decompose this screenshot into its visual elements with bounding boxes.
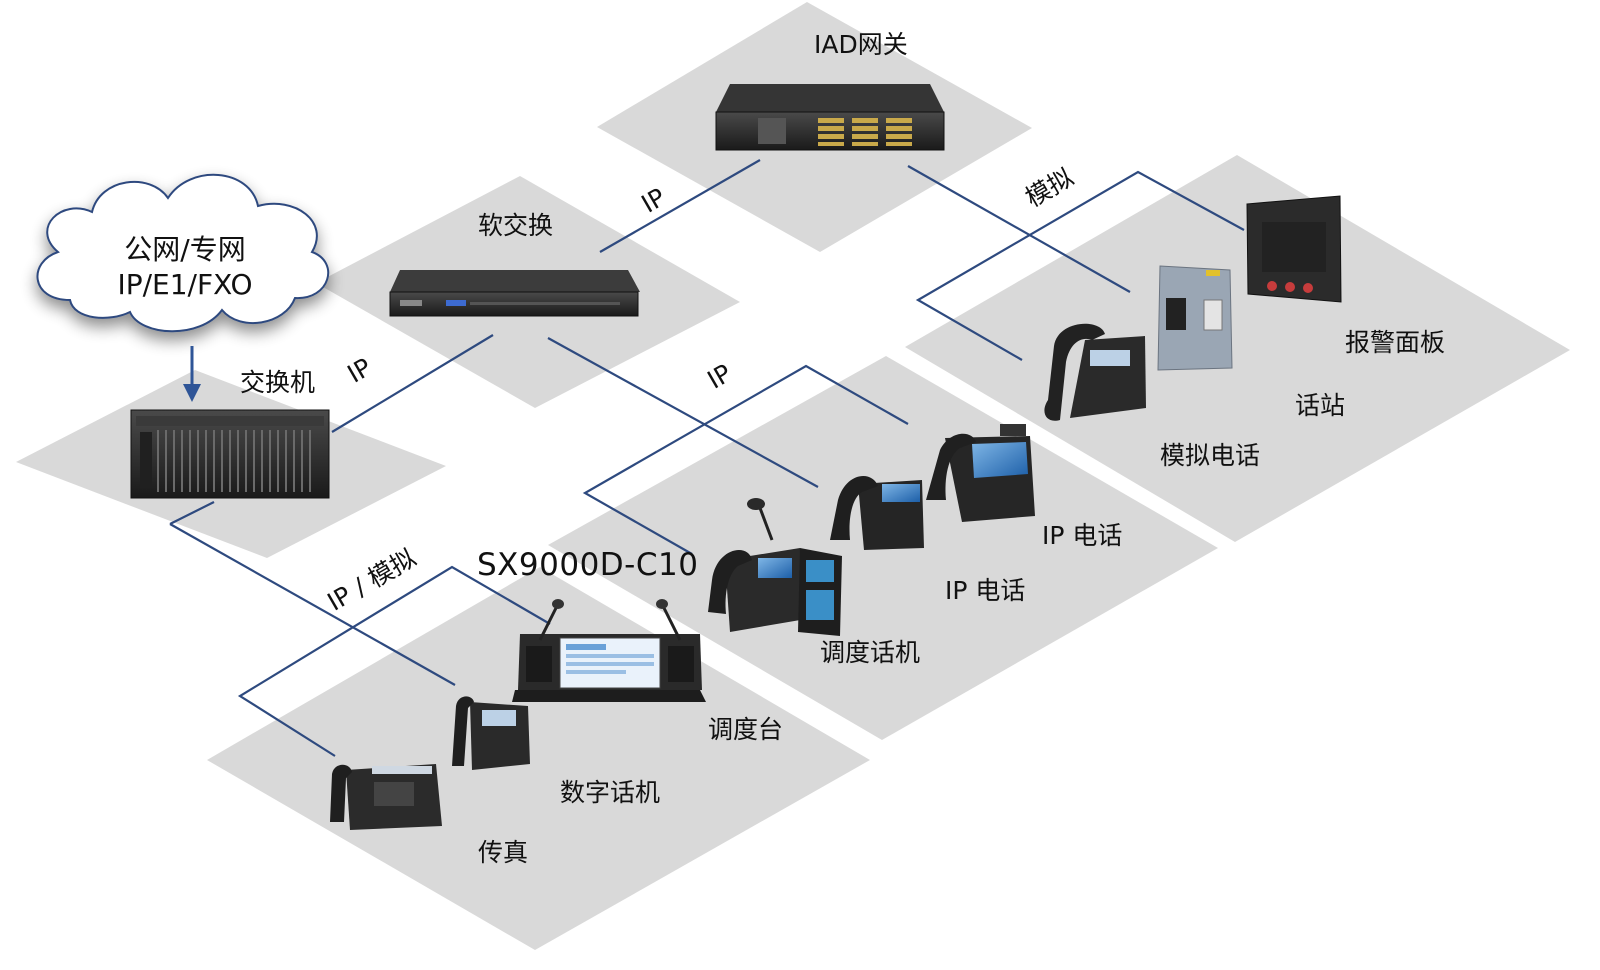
plate-dispatch xyxy=(207,567,870,950)
label-digital-phone: 数字话机 xyxy=(560,778,661,807)
console-device xyxy=(512,599,706,702)
ip-phone-2-device xyxy=(830,475,924,550)
label-console-model: SX9000D-C10 xyxy=(477,547,699,583)
softswitch-device xyxy=(389,270,640,317)
link-analog-bus xyxy=(915,170,1245,361)
dispatch-phone-device xyxy=(708,498,842,636)
link-switch-console xyxy=(169,501,215,525)
station-device xyxy=(1157,265,1233,371)
label-console: 调度台 xyxy=(708,715,784,744)
arrow-cloud-switch xyxy=(183,346,201,402)
label-ip-phone-2: IP 电话 xyxy=(945,576,1026,605)
link-dispatch-bus xyxy=(237,565,551,757)
label-switch: 交换机 xyxy=(240,368,316,397)
link-switch-console-2 xyxy=(169,523,456,686)
cloud-label: 公网/专网 IP/E1/FXO xyxy=(70,232,300,302)
analog-phone-device xyxy=(1044,323,1146,421)
link-softswitch-iad xyxy=(599,159,761,253)
label-ip-phone-1: IP 电话 xyxy=(1042,521,1123,550)
ip-phone-1-device xyxy=(926,424,1035,522)
digital-phone-device xyxy=(452,696,530,770)
link-softswitch-phones xyxy=(547,337,819,488)
link-ip-bus xyxy=(582,364,909,555)
label-softswitch: 软交换 xyxy=(478,211,554,240)
plate-analog xyxy=(905,155,1570,542)
links xyxy=(169,159,1245,757)
label-station: 话站 xyxy=(1295,391,1346,420)
label-analog-phone: 模拟电话 xyxy=(1160,441,1261,470)
cloud xyxy=(36,174,330,333)
switch-device xyxy=(130,409,330,499)
label-fax: 传真 xyxy=(478,838,529,867)
fax-device xyxy=(330,764,442,830)
label-alarm-panel: 报警面板 xyxy=(1345,328,1446,357)
iad-device xyxy=(715,84,945,151)
cloud-line-1: 公网/专网 xyxy=(124,233,246,266)
link-iad-analog xyxy=(907,165,1131,293)
label-dispatch-phone: 调度话机 xyxy=(820,638,921,667)
label-iad: IAD网关 xyxy=(814,30,908,59)
link-switch-softswitch xyxy=(331,334,494,433)
alarm-panel-device xyxy=(1246,195,1342,303)
cloud-line-2: IP/E1/FXO xyxy=(117,268,253,301)
